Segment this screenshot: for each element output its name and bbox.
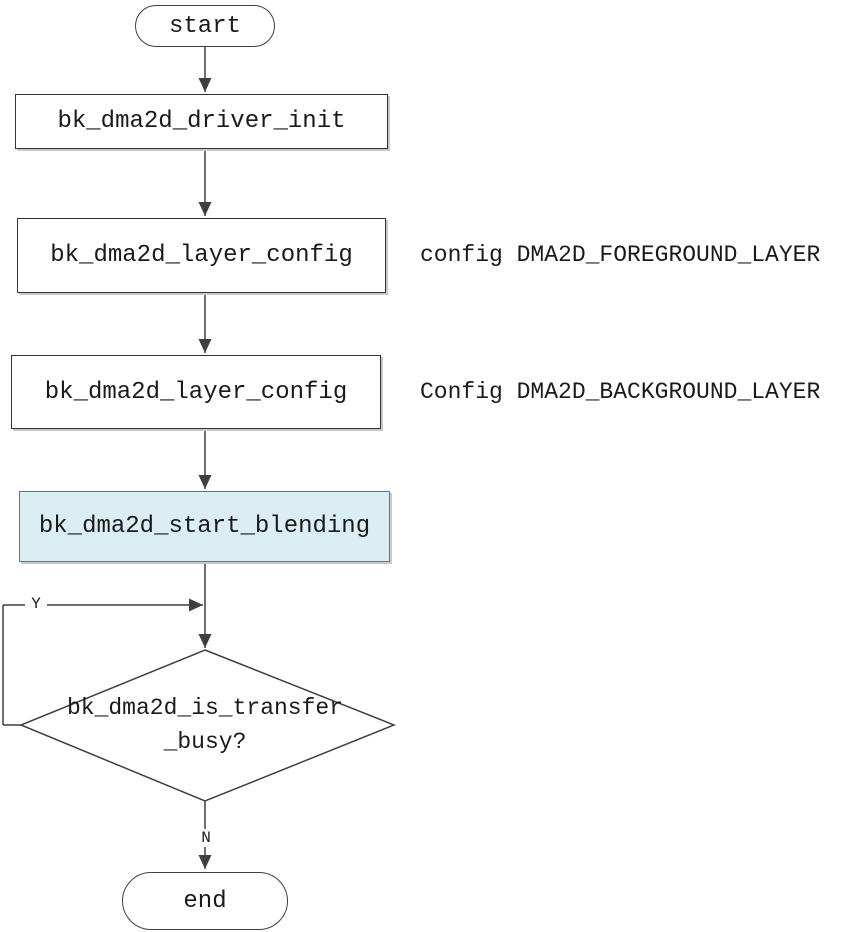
terminal-start: start <box>135 5 275 47</box>
process-driver-init: bk_dma2d_driver_init <box>15 94 388 149</box>
note-background-layer: Config DMA2D_BACKGROUND_LAYER <box>420 379 821 405</box>
process-start-blending-label: bk_dma2d_start_blending <box>38 513 371 540</box>
branch-label-yes: Y <box>25 595 47 613</box>
process-driver-init-label: bk_dma2d_driver_init <box>57 108 346 135</box>
process-layer-config-background-label: bk_dma2d_layer_config <box>44 378 348 406</box>
decision-label-line2: _busy? <box>163 729 247 755</box>
process-layer-config-background: bk_dma2d_layer_config <box>11 355 381 429</box>
process-layer-config-foreground-label: bk_dma2d_layer_config <box>50 242 353 269</box>
process-layer-config-foreground: bk_dma2d_layer_config <box>17 218 386 293</box>
branch-label-no: N <box>194 829 218 847</box>
process-start-blending: bk_dma2d_start_blending <box>19 491 390 562</box>
decision-transfer-busy-label: bk_dma2d_is_transfer _busy? <box>55 691 355 759</box>
decision-label-line1: bk_dma2d_is_transfer <box>66 695 344 721</box>
note-foreground-layer: config DMA2D_FOREGROUND_LAYER <box>420 242 821 268</box>
terminal-start-label: start <box>168 12 241 40</box>
terminal-end-label: end <box>183 887 227 915</box>
terminal-end: end <box>122 872 288 930</box>
